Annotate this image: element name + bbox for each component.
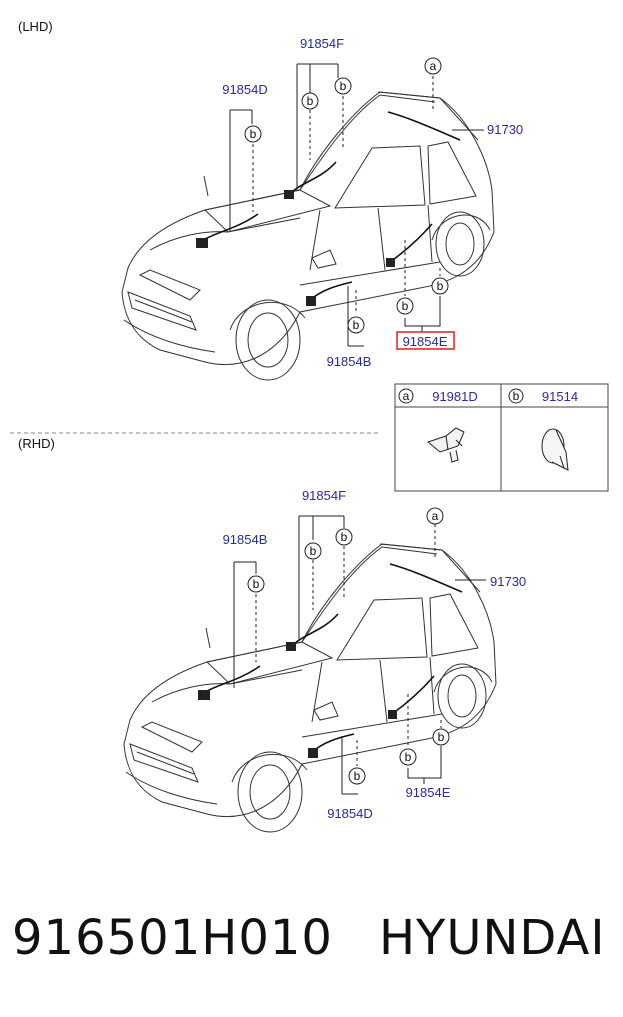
section-label-rhd: (RHD) <box>18 436 55 451</box>
clip-91981d-icon <box>426 427 465 463</box>
callout-b-lhd-1: b <box>301 92 319 110</box>
svg-text:b: b <box>310 544 317 558</box>
product-footer: 916501H010 HYUNDAI <box>0 898 623 978</box>
label-91854f-rhd: 91854F <box>302 488 346 503</box>
section-label-lhd: (LHD) <box>18 19 53 34</box>
svg-text:b: b <box>438 730 445 744</box>
callout-a-lhd: a <box>424 57 442 75</box>
label-91854e-lhd[interactable]: 91854E <box>403 334 448 349</box>
label-91854f-lhd: 91854F <box>300 36 344 51</box>
svg-text:b: b <box>437 279 444 293</box>
callout-b-lhd-6: b <box>431 277 449 295</box>
svg-text:b: b <box>402 299 409 313</box>
svg-text:b: b <box>341 530 348 544</box>
callout-b-rhd-6: b <box>432 728 450 746</box>
label-91854e-rhd: 91854E <box>406 785 451 800</box>
grommet-91514-icon <box>541 428 569 471</box>
svg-text:b: b <box>340 79 347 93</box>
label-91854b-lhd: 91854B <box>327 354 372 369</box>
svg-text:b: b <box>353 318 360 332</box>
svg-text:a: a <box>430 59 437 73</box>
legend-part-b: 91514 <box>542 389 578 404</box>
callout-b-lhd-5: b <box>396 297 414 315</box>
callout-b-rhd-1: b <box>304 542 322 560</box>
label-91854d-lhd: 91854D <box>222 82 268 97</box>
label-91854d-rhd: 91854D <box>327 806 373 821</box>
svg-text:b: b <box>354 769 361 783</box>
svg-text:b: b <box>307 94 314 108</box>
brand-name: HYUNDAI <box>378 910 606 966</box>
legend-letter-b: b <box>513 389 520 403</box>
part-number: 916501H010 <box>12 910 333 966</box>
callout-b-rhd-2: b <box>335 528 353 546</box>
callout-b-lhd-4: b <box>347 316 365 334</box>
label-91854b-rhd: 91854B <box>223 532 268 547</box>
svg-text:b: b <box>405 750 412 764</box>
highlight-box-91854e <box>396 331 455 350</box>
legend-part-a: 91981D <box>432 389 478 404</box>
callout-b-rhd-4: b <box>348 767 366 785</box>
callout-b-lhd-2: b <box>334 77 352 95</box>
label-91730-rhd: 91730 <box>490 574 526 589</box>
callout-b-rhd-5: b <box>399 748 417 766</box>
legend-letter-a: a <box>403 389 410 403</box>
svg-text:b: b <box>253 577 260 591</box>
callout-b-rhd-3: b <box>247 575 265 593</box>
svg-text:a: a <box>432 509 439 523</box>
legend-table: a 91981D b 91514 <box>394 383 609 492</box>
svg-text:b: b <box>250 127 257 141</box>
callout-b-lhd-3: b <box>244 125 262 143</box>
label-91730-lhd: 91730 <box>487 122 523 137</box>
parts-diagram: (LHD) 91854F 91854D 91730 91854B 91854E … <box>10 19 609 833</box>
callout-a-rhd: a <box>426 507 444 525</box>
